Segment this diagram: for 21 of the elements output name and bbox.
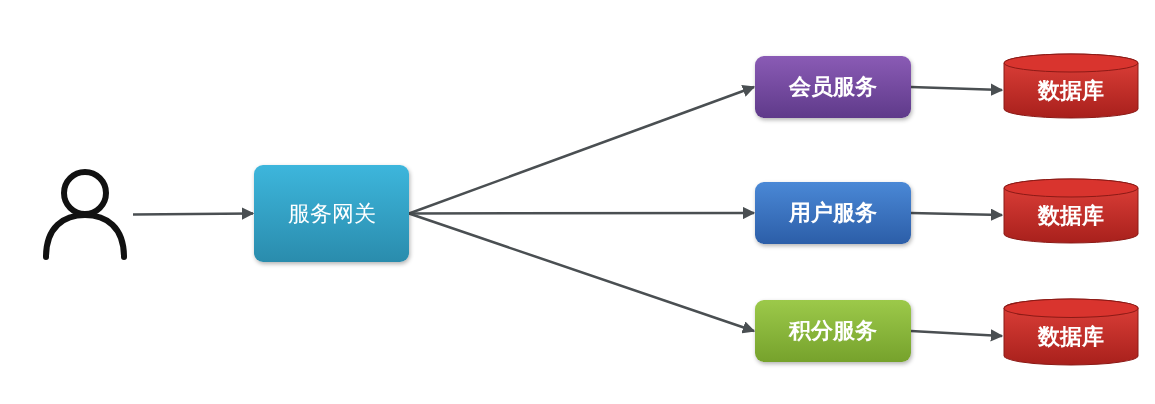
arrow bbox=[408, 212, 756, 334]
node-label: 会员服务 bbox=[789, 73, 877, 101]
database-cylinder bbox=[1003, 53, 1139, 119]
node-label: 数据库 bbox=[1038, 323, 1104, 351]
service-box bbox=[755, 56, 911, 118]
arrow bbox=[910, 83, 1004, 96]
arrow bbox=[408, 85, 756, 215]
arrow bbox=[910, 208, 1004, 221]
node-label: 数据库 bbox=[1038, 77, 1104, 105]
arrow bbox=[409, 206, 756, 220]
node-label: 用户服务 bbox=[789, 199, 877, 227]
database-cylinder bbox=[1003, 298, 1139, 366]
node-label: 积分服务 bbox=[789, 317, 877, 345]
gateway-box bbox=[254, 165, 409, 262]
arrow bbox=[133, 207, 255, 220]
node-label: 数据库 bbox=[1038, 202, 1104, 230]
database-cylinder bbox=[1003, 178, 1139, 244]
arrow bbox=[910, 329, 1004, 342]
service-box bbox=[755, 182, 911, 244]
service-box bbox=[755, 300, 911, 362]
node-label: 服务网关 bbox=[287, 199, 376, 228]
